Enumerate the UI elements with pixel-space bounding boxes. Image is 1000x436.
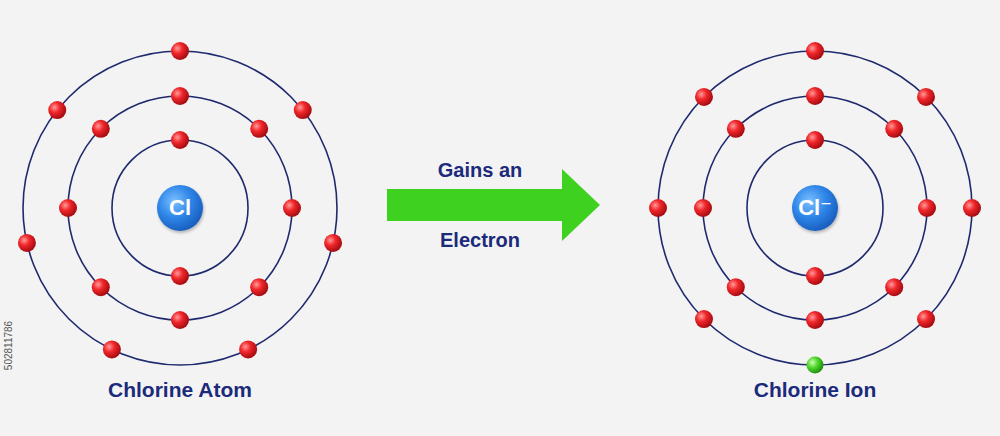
electron bbox=[885, 278, 903, 296]
element-symbol: Cl bbox=[169, 195, 191, 221]
electron bbox=[727, 120, 745, 138]
electron bbox=[917, 88, 935, 106]
electron bbox=[649, 199, 667, 217]
element-symbol: Cl⁻ bbox=[798, 195, 832, 221]
electron bbox=[918, 199, 936, 217]
electron bbox=[18, 234, 36, 252]
atom-shells bbox=[649, 42, 981, 374]
electron bbox=[250, 120, 268, 138]
arrow-caption: Electron bbox=[440, 229, 520, 252]
electron bbox=[92, 278, 110, 296]
electron bbox=[294, 101, 312, 119]
nucleus-circle: Cl bbox=[157, 185, 203, 231]
electron bbox=[695, 88, 713, 106]
electron bbox=[171, 311, 189, 329]
electron-shell bbox=[747, 140, 883, 276]
electron bbox=[103, 340, 121, 358]
electron-shell bbox=[68, 96, 292, 320]
electron bbox=[727, 278, 745, 296]
electron bbox=[806, 42, 824, 60]
atom-diagram: Chlorine Atom Cl bbox=[23, 51, 337, 411]
atom-title: Chlorine Atom bbox=[23, 378, 337, 402]
electron bbox=[324, 234, 342, 252]
electron-shell bbox=[112, 140, 248, 276]
electron bbox=[171, 87, 189, 105]
gained-electron bbox=[807, 357, 824, 374]
electron bbox=[806, 311, 824, 329]
electron bbox=[48, 101, 66, 119]
electron bbox=[283, 199, 301, 217]
nucleus-circle: Cl⁻ bbox=[792, 185, 838, 231]
electron bbox=[171, 267, 189, 285]
arrow-caption: Gains an bbox=[438, 159, 522, 182]
electron bbox=[92, 120, 110, 138]
electron bbox=[806, 131, 824, 149]
electron bbox=[250, 278, 268, 296]
electron-shell bbox=[703, 96, 927, 320]
electron-shell bbox=[658, 51, 972, 365]
electron bbox=[963, 199, 981, 217]
atom-shells bbox=[18, 42, 342, 365]
electron bbox=[239, 340, 257, 358]
electron bbox=[885, 120, 903, 138]
electron bbox=[171, 42, 189, 60]
electron-shell bbox=[23, 51, 337, 365]
electron bbox=[59, 199, 77, 217]
electron-shells bbox=[18, 42, 981, 374]
stock-id-watermark: 502811786 bbox=[4, 320, 15, 369]
electron bbox=[917, 310, 935, 328]
electron bbox=[806, 87, 824, 105]
electron bbox=[806, 267, 824, 285]
electron bbox=[694, 199, 712, 217]
electron bbox=[695, 310, 713, 328]
atom-title: Chlorine Ion bbox=[658, 378, 972, 402]
electron bbox=[171, 131, 189, 149]
atom-diagram: Chlorine Ion Cl⁻ bbox=[658, 51, 972, 411]
